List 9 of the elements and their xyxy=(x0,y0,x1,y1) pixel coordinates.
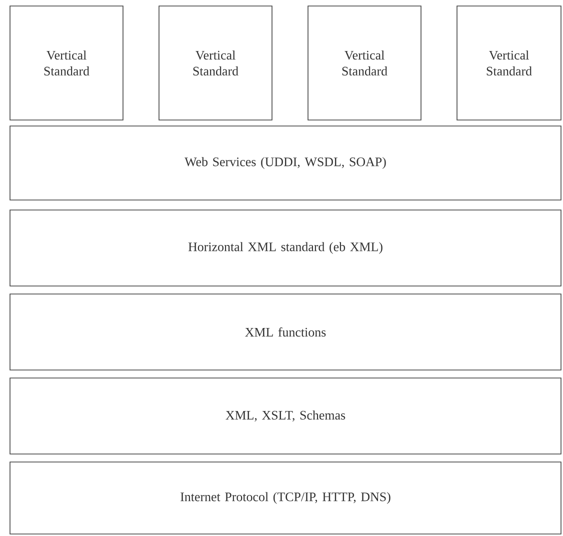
standard-box: Vertical Standard xyxy=(158,6,272,120)
layer-box: Internet Protocol (TCP/IP, HTTP, DNS) xyxy=(10,462,562,534)
layer-box: Web Services (UDDI, WSDL, SOAP) xyxy=(10,126,562,200)
layer-box: Horizontal XML standard (eb XML) xyxy=(10,210,562,286)
layer-box: XML, XSLT, Schemas xyxy=(10,378,562,454)
standard-box: Vertical Standard xyxy=(308,6,422,120)
layer-box: XML functions xyxy=(10,294,562,370)
standard-box: Vertical Standard xyxy=(10,6,124,120)
standard-box: Vertical Standard xyxy=(456,6,562,120)
